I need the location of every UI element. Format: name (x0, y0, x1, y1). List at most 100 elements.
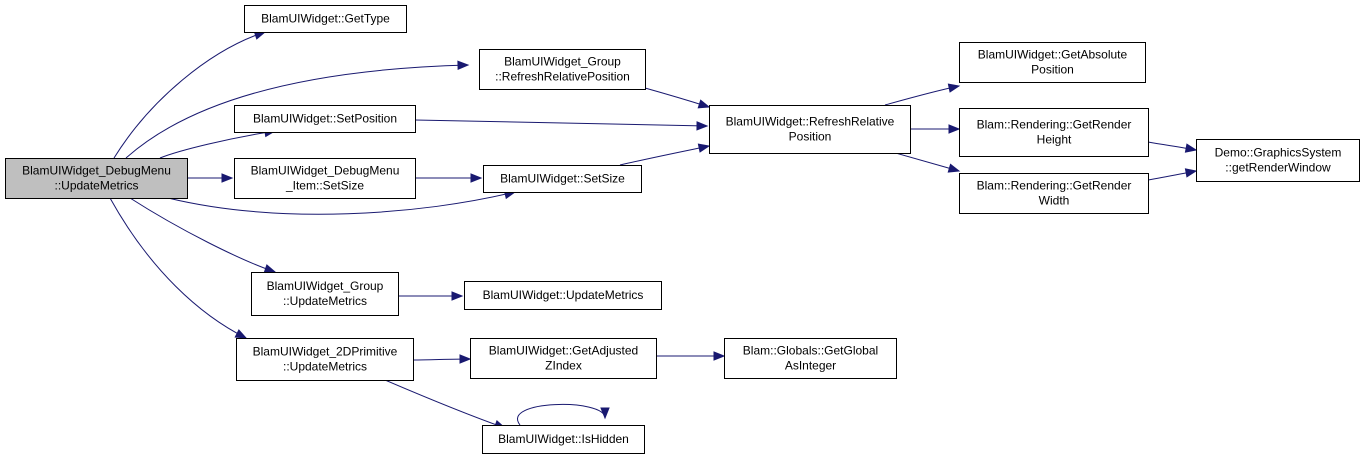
node-label: Height (1037, 133, 1072, 147)
edge-line (884, 85, 960, 106)
node-box (1196, 139, 1360, 182)
node-updatemetrics[interactable]: BlamUIWidget::UpdateMetrics (464, 281, 662, 310)
edge-line (167, 191, 516, 215)
edge-ishidden-to-ishidden (516, 403, 610, 426)
node-prim_updatemetrics[interactable]: BlamUIWidget_2DPrimitive::UpdateMetrics (236, 338, 414, 381)
edge-arrowhead (947, 163, 961, 173)
node-box (470, 338, 657, 379)
call-graph-nodes: BlamUIWidget_DebugMenu::UpdateMetricsBla… (5, 5, 1360, 454)
node-label: Width (1039, 194, 1070, 208)
node-label: BlamUIWidget_Group (504, 55, 621, 69)
edge-arrowhead (947, 83, 961, 93)
edge-line (109, 197, 247, 339)
node-box (479, 49, 646, 90)
edge-arrowhead (696, 121, 709, 131)
edge-root-to-group_refreshrel (125, 60, 470, 159)
edge-group_updatemetrics-to-updatemetrics (398, 291, 464, 301)
node-box (959, 108, 1149, 157)
edge-arrowhead (600, 407, 610, 420)
node-label: Blam::Rendering::GetRender (977, 179, 1132, 193)
edge-arrowhead (697, 99, 711, 109)
edge-getrenderwidth-to-getrenderwindow (1147, 168, 1198, 181)
node-item_setsize[interactable]: BlamUIWidget_DebugMenu_Item::SetSize (234, 158, 416, 199)
node-box (483, 165, 642, 193)
node-label: BlamUIWidget::RefreshRelative (726, 115, 895, 129)
edge-item_setsize-to-setsize (415, 173, 483, 183)
node-label: ::UpdateMetrics (283, 360, 367, 374)
edge-arrowhead (234, 329, 248, 339)
node-label: BlamUIWidget::GetAbsolute (978, 48, 1128, 62)
node-label: BlamUIWidget_2DPrimitive (253, 345, 398, 359)
node-label: ::RefreshRelativePosition (495, 70, 630, 84)
node-root[interactable]: BlamUIWidget_DebugMenu::UpdateMetrics (5, 158, 188, 199)
node-box (236, 338, 414, 381)
edge-arrowhead (221, 173, 234, 183)
node-setsize[interactable]: BlamUIWidget::SetSize (483, 165, 642, 193)
node-box (959, 42, 1146, 83)
node-label: ::getRenderWindow (1225, 161, 1331, 175)
node-label: ::UpdateMetrics (54, 179, 138, 193)
node-box (234, 105, 416, 133)
edge-root-to-item_setsize (187, 173, 234, 183)
node-box (959, 173, 1149, 214)
edge-line (113, 31, 266, 159)
edge-arrowhead (459, 354, 472, 364)
call-graph-edges (109, 30, 1198, 429)
node-label: Demo::GraphicsSystem (1215, 146, 1342, 160)
node-box (464, 281, 662, 310)
node-setposition[interactable]: BlamUIWidget::SetPosition (234, 105, 416, 133)
edge-line (516, 403, 606, 426)
node-getrenderwindow[interactable]: Demo::GraphicsSystem::getRenderWindow (1196, 139, 1360, 182)
node-refreshrel[interactable]: BlamUIWidget::RefreshRelativePosition (709, 105, 911, 154)
node-label: BlamUIWidget::SetSize (500, 172, 625, 186)
node-label: BlamUIWidget::GetType (261, 12, 390, 26)
node-label: ZIndex (545, 359, 582, 373)
edge-refreshrel-to-getabspos (884, 83, 961, 106)
edge-arrowhead (470, 173, 483, 183)
edge-setsize-to-refreshrel (619, 143, 711, 166)
node-label: Blam::Globals::GetGlobal (743, 344, 878, 358)
edge-root-to-group_updatemetrics (129, 197, 277, 274)
edge-line (619, 145, 710, 166)
edge-line (414, 119, 708, 127)
node-box (709, 105, 911, 154)
node-label: Position (789, 130, 832, 144)
node-label: Position (1031, 63, 1074, 77)
edge-root-to-gettype (113, 30, 267, 159)
edge-arrowhead (457, 60, 470, 71)
node-gettype[interactable]: BlamUIWidget::GetType (244, 5, 407, 33)
node-label: AsInteger (785, 359, 836, 373)
edge-group_refreshrel-to-refreshrel (644, 87, 711, 109)
node-group_refreshrel[interactable]: BlamUIWidget_Group::RefreshRelativePosit… (479, 49, 646, 90)
node-group_updatemetrics[interactable]: BlamUIWidget_Group::UpdateMetrics (251, 272, 399, 316)
node-label: BlamUIWidget_DebugMenu (251, 164, 400, 178)
edge-arrowhead (697, 143, 711, 153)
edge-getadjz-to-getglobal (656, 351, 726, 361)
edge-line (159, 130, 276, 159)
node-label: BlamUIWidget::GetAdjusted (489, 344, 638, 358)
node-label: _Item::SetSize (285, 179, 364, 193)
node-box (482, 425, 645, 454)
edge-root-to-prim_updatemetrics (109, 197, 248, 339)
node-box (724, 338, 897, 379)
edge-prim_updatemetrics-to-getadjz (412, 354, 472, 364)
node-label: BlamUIWidget::IsHidden (498, 432, 629, 446)
node-label: BlamUIWidget::SetPosition (253, 112, 397, 126)
node-label: Blam::Rendering::GetRender (977, 118, 1132, 132)
edge-line (125, 64, 469, 159)
node-label: BlamUIWidget_DebugMenu (22, 164, 171, 178)
node-box (251, 272, 399, 316)
edge-line (384, 379, 506, 429)
node-box (234, 158, 416, 199)
node-ishidden[interactable]: BlamUIWidget::IsHidden (482, 425, 645, 454)
node-label: ::UpdateMetrics (283, 294, 367, 308)
edge-arrowhead (1184, 168, 1198, 178)
node-label: BlamUIWidget::UpdateMetrics (483, 288, 644, 302)
node-box (244, 5, 407, 33)
